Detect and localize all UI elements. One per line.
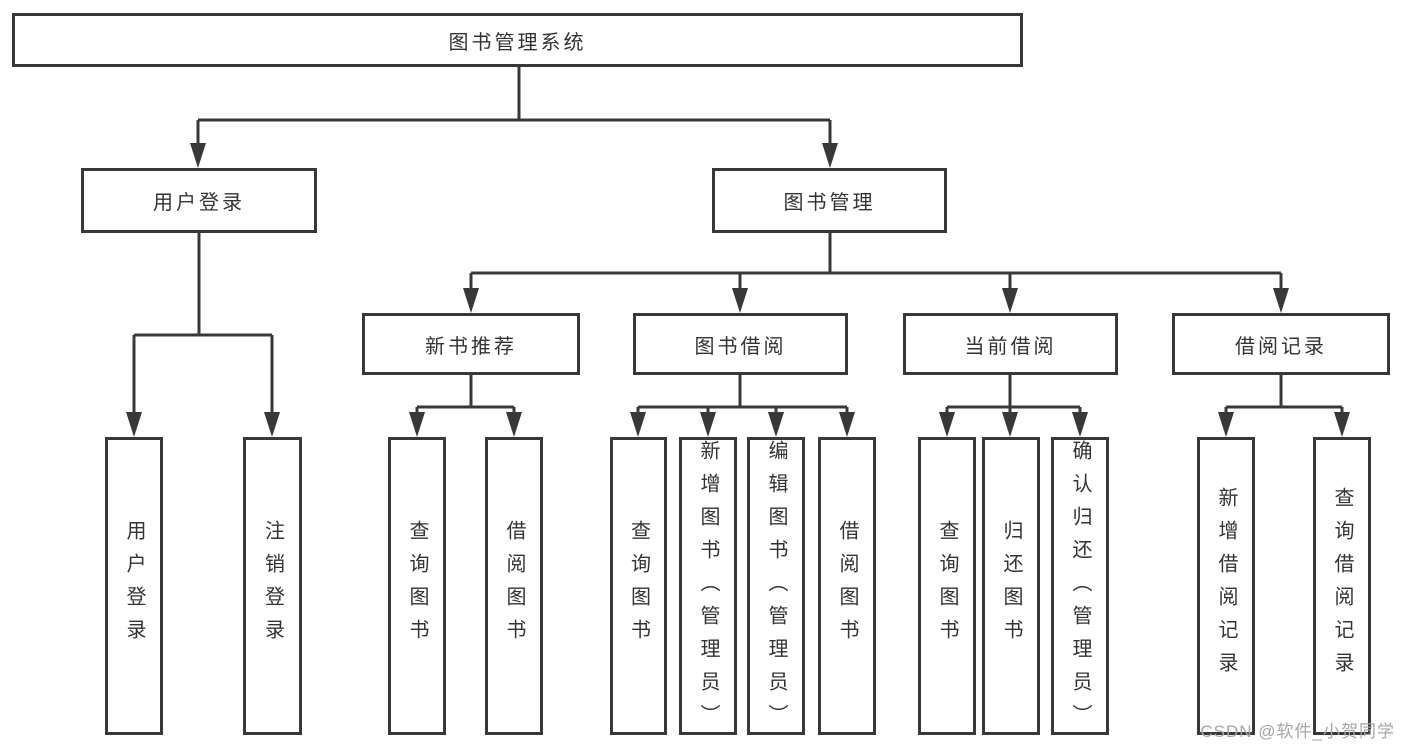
leaf-logout: 注销登录 bbox=[243, 437, 302, 735]
leaf-query-books-recommend: 查询图书 bbox=[388, 437, 446, 735]
node-user-login: 用户登录 bbox=[81, 168, 317, 233]
node-current-borrowing: 当前借阅 bbox=[903, 313, 1118, 375]
node-label: 注销登录 bbox=[261, 520, 284, 652]
leaf-confirm-return-admin: 确认归还（管理员） bbox=[1051, 437, 1109, 737]
node-new-book-recommend: 新书推荐 bbox=[362, 313, 580, 375]
node-label: 查询借阅记录 bbox=[1331, 487, 1353, 685]
node-label: 新增借阅记录 bbox=[1215, 487, 1237, 685]
node-label: 用户登录 bbox=[153, 192, 245, 214]
leaf-query-books-borrowing: 查询图书 bbox=[610, 437, 667, 735]
node-label: 确认归还（管理员） bbox=[1069, 440, 1091, 737]
leaf-borrow-books-recommend: 借阅图书 bbox=[485, 437, 543, 735]
leaf-add-borrow-record: 新增借阅记录 bbox=[1197, 437, 1255, 735]
leaf-borrow-books: 借阅图书 bbox=[818, 437, 876, 735]
node-label: 归还图书 bbox=[1000, 520, 1022, 652]
node-label: 新增图书（管理员） bbox=[697, 440, 719, 737]
node-label: 用户登录 bbox=[123, 520, 145, 652]
leaf-add-books-admin: 新增图书（管理员） bbox=[679, 437, 737, 737]
watermark: CSDN @软件_小贺同学 bbox=[1200, 722, 1395, 741]
node-book-management: 图书管理 bbox=[712, 168, 947, 233]
node-label: 借阅记录 bbox=[1235, 335, 1327, 358]
node-label: 新书推荐 bbox=[425, 335, 517, 358]
node-library-management-system: 图书管理系统 bbox=[12, 13, 1023, 67]
node-borrowing-records: 借阅记录 bbox=[1172, 313, 1390, 375]
node-label: 图书管理 bbox=[783, 192, 876, 214]
leaf-return-books: 归还图书 bbox=[982, 437, 1040, 735]
leaf-user-login: 用户登录 bbox=[105, 437, 163, 735]
node-label: 查询图书 bbox=[627, 520, 650, 652]
leaf-edit-books-admin: 编辑图书（管理员） bbox=[747, 437, 805, 737]
node-label: 当前借阅 bbox=[964, 335, 1057, 358]
node-label: 查询图书 bbox=[936, 520, 958, 652]
leaf-query-borrow-record: 查询借阅记录 bbox=[1313, 437, 1371, 735]
node-label: 图书借阅 bbox=[694, 335, 787, 358]
node-label: 借阅图书 bbox=[503, 520, 525, 652]
node-book-borrowing: 图书借阅 bbox=[633, 313, 848, 375]
node-label: 编辑图书（管理员） bbox=[765, 440, 787, 737]
leaf-query-books-current: 查询图书 bbox=[918, 437, 976, 735]
node-label: 图书管理系统 bbox=[448, 31, 587, 54]
node-label: 查询图书 bbox=[406, 520, 428, 652]
node-label: 借阅图书 bbox=[836, 520, 858, 652]
